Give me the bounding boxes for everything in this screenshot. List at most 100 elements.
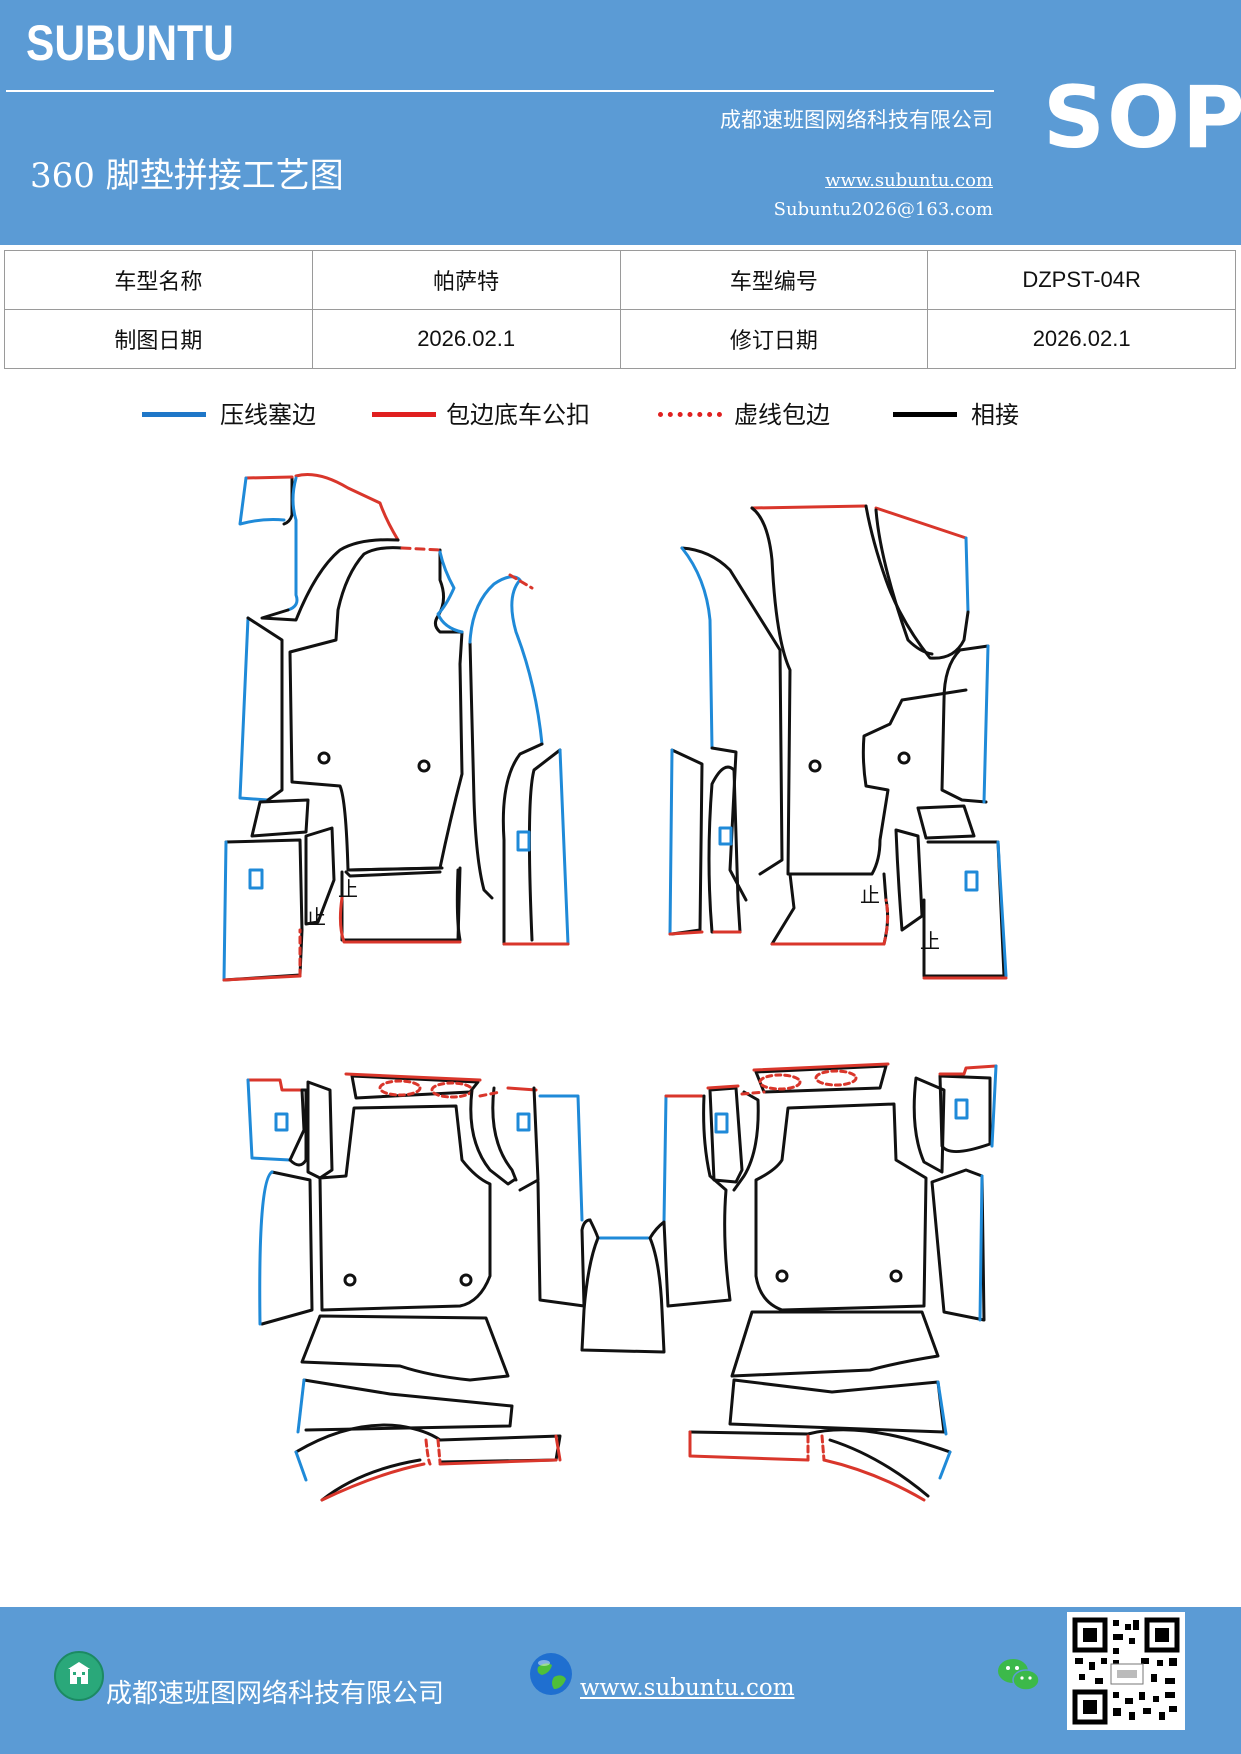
mat-piece (758, 1073, 802, 1091)
legend-label: 压线塞边 (220, 401, 316, 429)
mat-piece (238, 476, 286, 526)
mat-piece (680, 546, 714, 750)
mat-piece (916, 804, 976, 840)
building-icon (54, 1651, 104, 1701)
mat-group-front-left: 止 止 (222, 473, 570, 982)
mat-piece (912, 1076, 946, 1174)
vehicle-info-table: 车型名称 帕萨特 车型编号 DZPST-04R 制图日期 2026.02.1 修… (4, 250, 1236, 369)
table-cell: 车型名称 (4, 250, 313, 310)
mat-piece (680, 546, 784, 876)
anchor-hole (897, 751, 911, 765)
mat-piece (296, 1378, 306, 1434)
mat-piece (990, 1064, 998, 1148)
legend-swatch-blue (142, 412, 206, 417)
mat-piece (874, 508, 934, 656)
brand-logo: SUBUNTU (26, 15, 234, 71)
legend-swatch-black (893, 412, 957, 417)
mat-piece (378, 1079, 422, 1097)
mat-piece (668, 748, 674, 936)
globe-icon (528, 1651, 574, 1697)
footer-website-link[interactable]: www.subuntu.com (580, 1675, 795, 1701)
mat-piece (936, 1380, 948, 1436)
mat-piece (300, 1314, 510, 1382)
mat-piece (752, 1062, 890, 1072)
mat-piece (996, 840, 1008, 978)
mat-piece (244, 473, 400, 542)
mat-piece (538, 1094, 584, 1222)
mat-piece (536, 1180, 592, 1308)
mat-piece (250, 798, 310, 838)
mat-piece (938, 1074, 992, 1153)
legend-swatch-red-dashed (658, 412, 722, 417)
mat-group-rear-left (246, 1072, 666, 1502)
legend-label: 包边底车公扣 (446, 401, 590, 429)
mat-piece (750, 506, 968, 876)
table-cell: 帕萨特 (311, 250, 621, 310)
mat-piece (930, 1168, 986, 1322)
website-link[interactable]: www.subuntu.com (825, 170, 993, 191)
mat-piece (964, 536, 970, 614)
mat-piece (258, 1170, 274, 1326)
table-cell: 2026.02.1 (311, 309, 621, 369)
mat-piece (864, 504, 970, 660)
mat-piece (246, 1078, 304, 1092)
mat-piece (708, 1086, 744, 1184)
mat-piece (750, 504, 968, 540)
mat-piece (468, 640, 494, 900)
mat-piece (260, 1170, 314, 1326)
stop-marker: 止 (338, 877, 358, 901)
mat-piece (707, 765, 742, 934)
clip-slot (274, 1112, 289, 1132)
mat-piece (580, 1236, 666, 1354)
mat-piece (588, 1218, 666, 1240)
table-row: 制图日期 2026.02.1 修订日期 2026.02.1 (4, 309, 1236, 369)
mat-piece (222, 974, 302, 982)
table-cell: 2026.02.1 (927, 309, 1236, 369)
mat-piece (806, 1434, 826, 1462)
mat-piece (558, 748, 570, 946)
stop-marker: 止 (920, 929, 940, 953)
legend-swatch-red (372, 412, 436, 417)
header-banner: SUBUNTU 成都速班图网络科技有限公司 360 脚垫拼接工艺图 www.su… (0, 0, 1241, 245)
anchor-hole (889, 1269, 903, 1283)
mat-piece (662, 1094, 732, 1308)
mat-piece (344, 870, 442, 878)
anchor-hole (808, 759, 822, 773)
mat-piece (436, 550, 464, 634)
mat-piece (282, 476, 294, 526)
mat-piece (730, 1310, 940, 1378)
legend-label: 虚线包边 (734, 401, 830, 429)
mat-piece (288, 1088, 308, 1167)
mat-piece (688, 1430, 926, 1502)
mat-piece (688, 1428, 952, 1498)
mat-piece (468, 575, 544, 746)
legend-label: 相接 (971, 401, 1019, 429)
mat-piece (304, 826, 336, 926)
stop-marker: 止 (860, 883, 880, 907)
anchor-hole (317, 751, 331, 765)
mat-piece (222, 840, 228, 982)
mat-piece (938, 1450, 952, 1480)
clip-slot (248, 868, 264, 890)
sop-label: SOP (1043, 68, 1241, 168)
mat-piece (286, 476, 299, 612)
mat-group-rear-right (662, 1062, 998, 1502)
mat-piece (978, 1174, 984, 1322)
table-cell: 修订日期 (619, 309, 929, 369)
mat-piece (491, 1086, 518, 1182)
table-cell: 车型编号 (619, 250, 929, 310)
mat-piece (728, 1378, 946, 1434)
mat-piece (338, 896, 462, 944)
mat-piece (320, 1434, 562, 1502)
mat-piece (238, 616, 270, 802)
mat-piece (424, 1438, 442, 1466)
mat-piece (732, 1090, 760, 1192)
mat-piece (670, 748, 704, 936)
mat-piece (294, 1450, 308, 1482)
clip-slot (516, 1112, 531, 1132)
mat-piece (222, 838, 304, 982)
table-row: 车型名称 帕萨特 车型编号 DZPST-04R (4, 250, 1236, 310)
anchor-hole (417, 759, 431, 773)
qr-code-image (1067, 1612, 1185, 1730)
mat-piece (506, 1086, 538, 1092)
